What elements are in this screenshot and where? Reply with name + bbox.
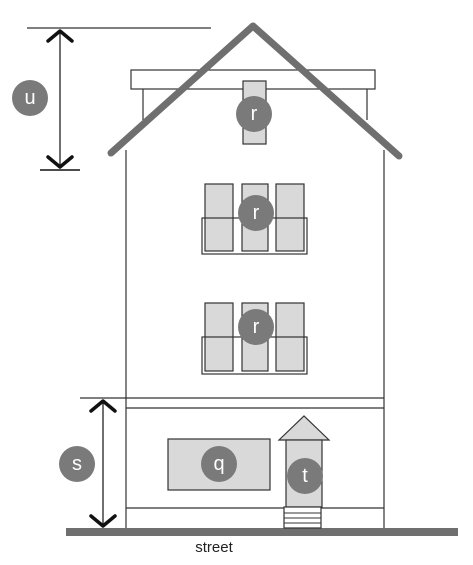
ground-floor-dimension-arrow-top <box>89 399 117 413</box>
label-badge-q: q <box>201 446 237 482</box>
badge-circle-s <box>59 446 95 482</box>
badge-text-r-middle: r <box>253 316 260 338</box>
street-label: street <box>195 539 233 556</box>
badge-circle-r-middle <box>238 309 274 345</box>
badge-circle-r-upper <box>238 195 274 231</box>
roof-dimension-arrow-bottom <box>46 155 74 169</box>
roof <box>107 22 403 160</box>
badge-text-t: t <box>302 465 308 487</box>
label-badge-u: u <box>12 80 48 116</box>
badge-text-s: s <box>72 453 82 475</box>
badge-text-r-top: r <box>251 103 258 125</box>
entrance-steps <box>283 506 322 529</box>
door-pediment <box>277 415 331 441</box>
badge-circle-q <box>201 446 237 482</box>
label-badge-r-middle: r <box>238 309 274 345</box>
label-badge-r-top: r <box>236 96 272 132</box>
badge-text-u: u <box>24 87 35 109</box>
badge-circle-u <box>12 80 48 116</box>
badge-circle-t <box>287 458 323 494</box>
badge-text-q: q <box>213 453 224 475</box>
roof-dimension-arrow-top <box>46 29 74 43</box>
label-badge-t: t <box>287 458 323 494</box>
ground-floor-dimension-arrow-bottom <box>89 514 117 528</box>
label-badge-s: s <box>59 446 95 482</box>
badge-circle-r-top <box>236 96 272 132</box>
label-badge-r-upper: r <box>238 195 274 231</box>
badge-text-r-upper: r <box>253 202 260 224</box>
ground-line <box>66 528 458 536</box>
